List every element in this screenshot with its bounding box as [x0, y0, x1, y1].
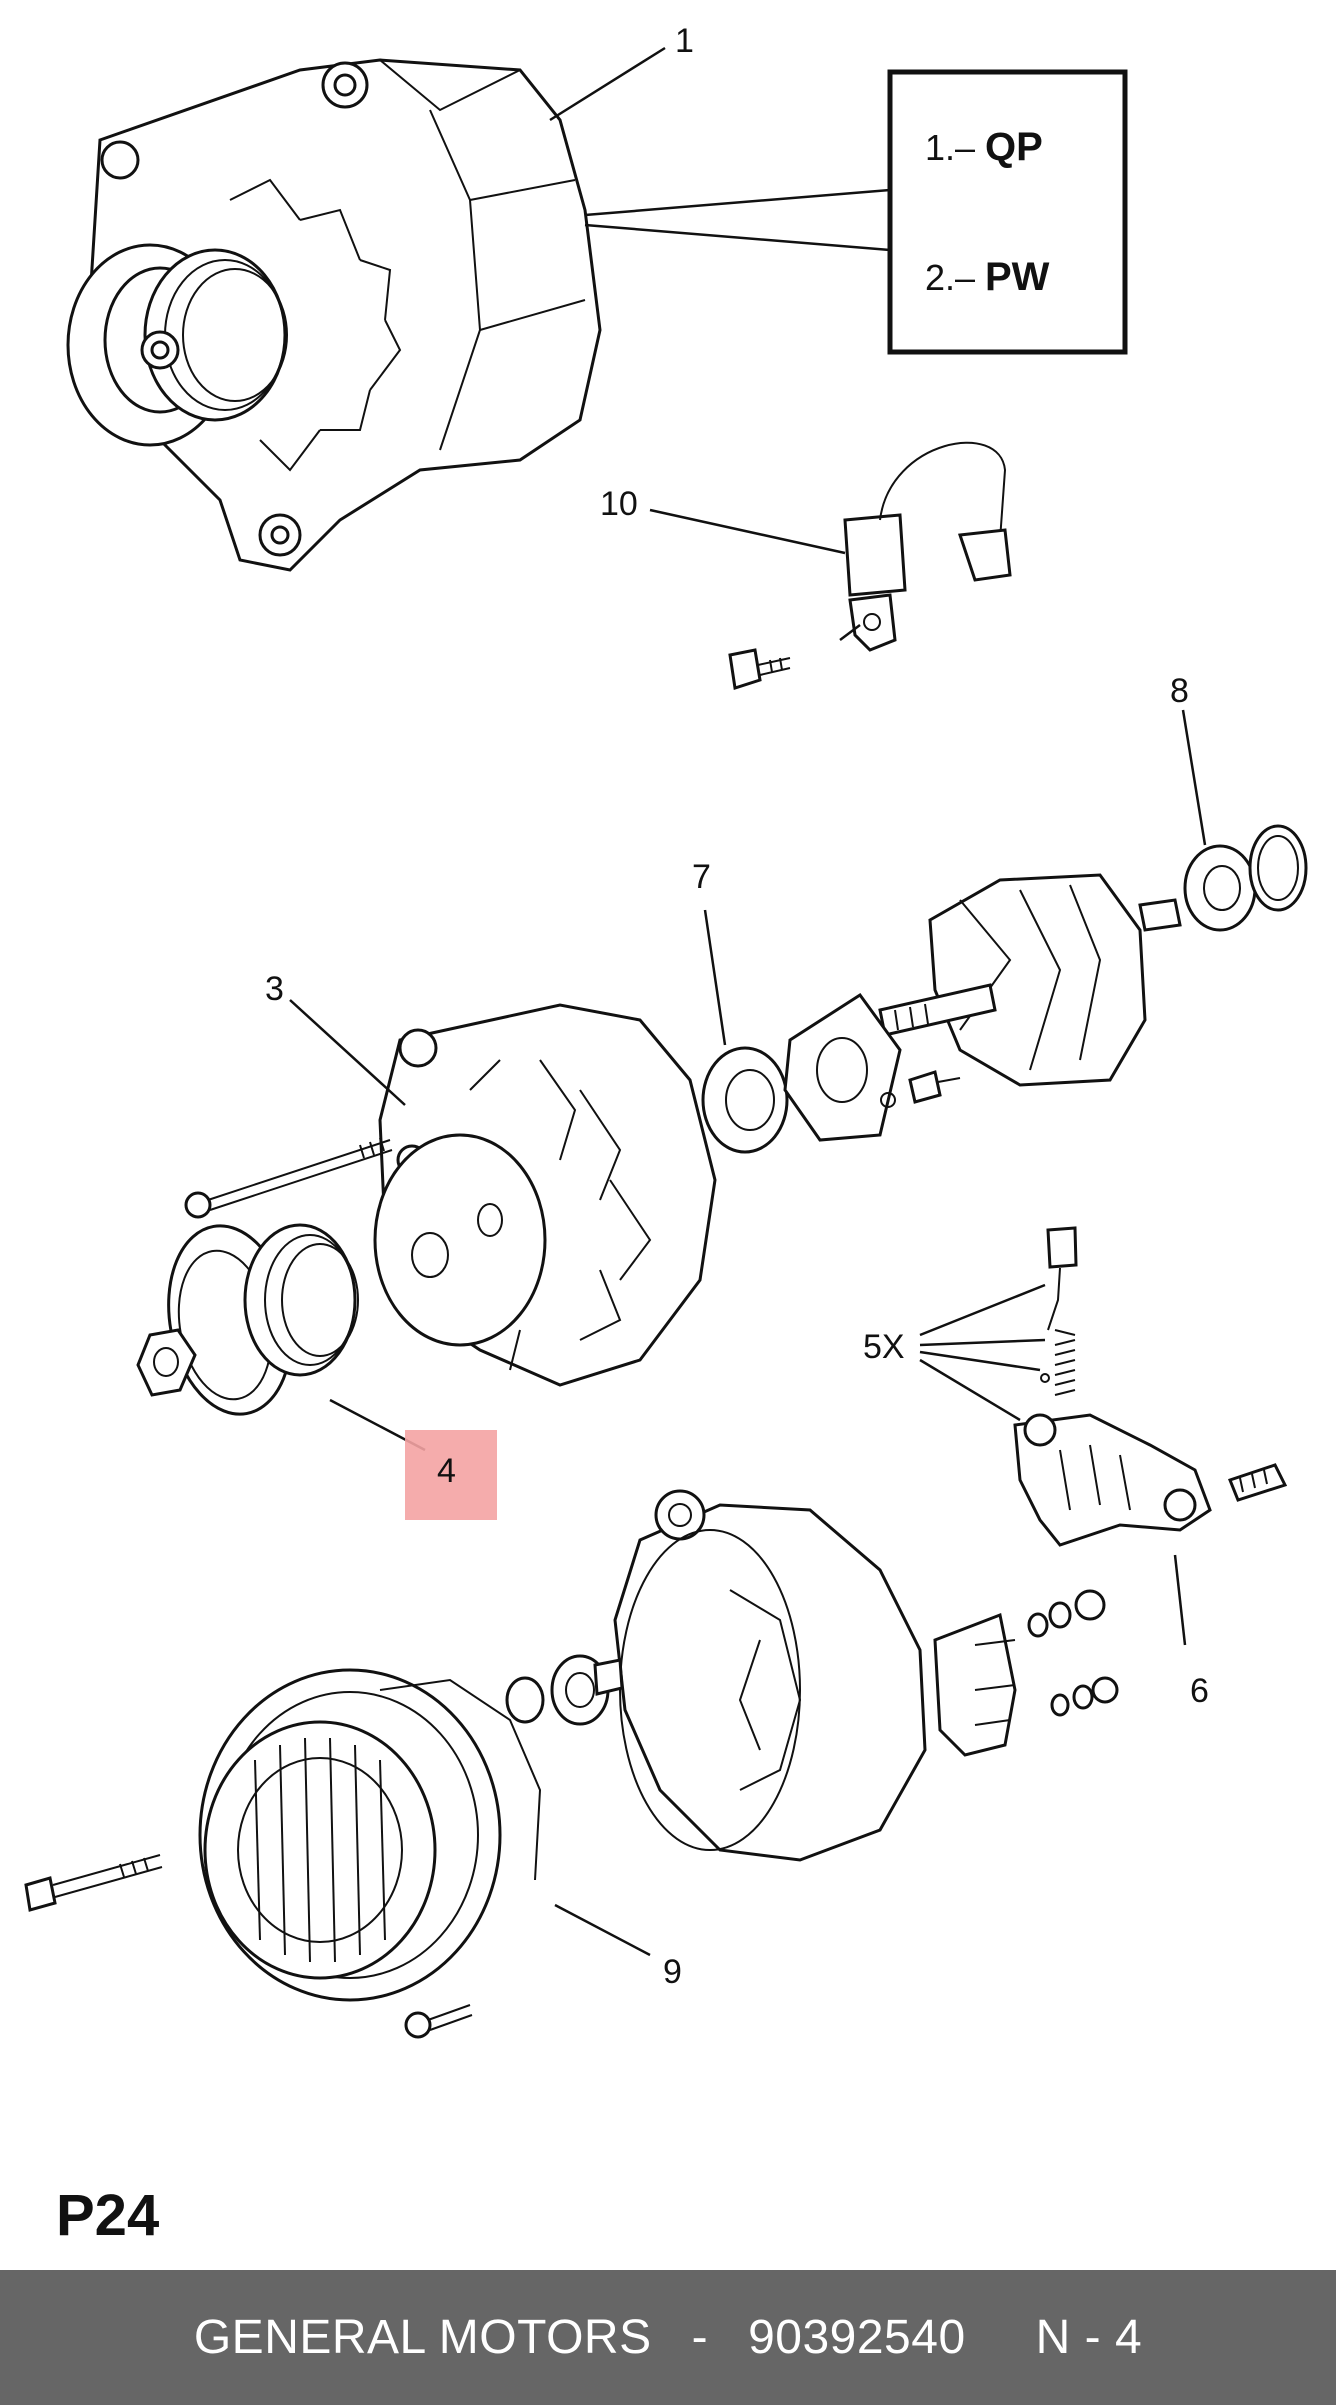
- leader-lines: [289, 46, 1207, 1957]
- pulley-part-4: [136, 1223, 359, 1416]
- callout-9: 9: [663, 1953, 682, 1991]
- footer-part-number: 90392540: [748, 2311, 966, 2364]
- exploded-parts-diagram: 1.– QP 2.– PW: [24, 22, 1308, 2039]
- alternator-assembly-part-1: [66, 58, 602, 572]
- capacitor-part-10: [728, 441, 1012, 690]
- stator-part-9: [24, 1668, 542, 2039]
- footer-ref: N - 4: [1035, 2311, 1143, 2364]
- page-code: P24: [56, 2183, 160, 2248]
- callout-4: 4: [437, 1452, 456, 1490]
- callout-7: 7: [692, 858, 711, 896]
- nuts-washers: [1027, 1589, 1119, 1717]
- callout-4-highlight: [405, 1430, 497, 1520]
- slip-ring-end-housing: [505, 1489, 927, 1862]
- legend-line1-code: QP: [985, 125, 1043, 169]
- legend-line2-prefix: 2.–: [925, 257, 975, 298]
- bearing-part-7: [701, 992, 961, 1154]
- variant-legend-box: 1.– QP 2.– PW: [584, 69, 1128, 355]
- footer-bar: GENERAL MOTORS - 90392540 N - 4: [0, 2270, 1336, 2405]
- drive-end-housing-part-3: [184, 1003, 717, 1387]
- rectifier-plate: [933, 1612, 1017, 1757]
- rotor-part-8: [878, 824, 1308, 1087]
- brush-holder-part-6: [1013, 1413, 1288, 1547]
- callout-10: 10: [600, 485, 638, 523]
- callout-1: 1: [675, 22, 694, 60]
- footer-separator: -: [691, 2311, 709, 2364]
- legend-line2-code: PW: [985, 255, 1050, 299]
- callout-3: 3: [265, 970, 284, 1008]
- callout-6: 6: [1190, 1672, 1209, 1710]
- callout-5x: 5X: [863, 1328, 905, 1366]
- legend-line1-prefix: 1.–: [925, 127, 975, 168]
- footer-brand: GENERAL MOTORS: [193, 2311, 652, 2364]
- brushes-springs-part-5x: [1040, 1226, 1078, 1396]
- callout-8: 8: [1170, 672, 1189, 710]
